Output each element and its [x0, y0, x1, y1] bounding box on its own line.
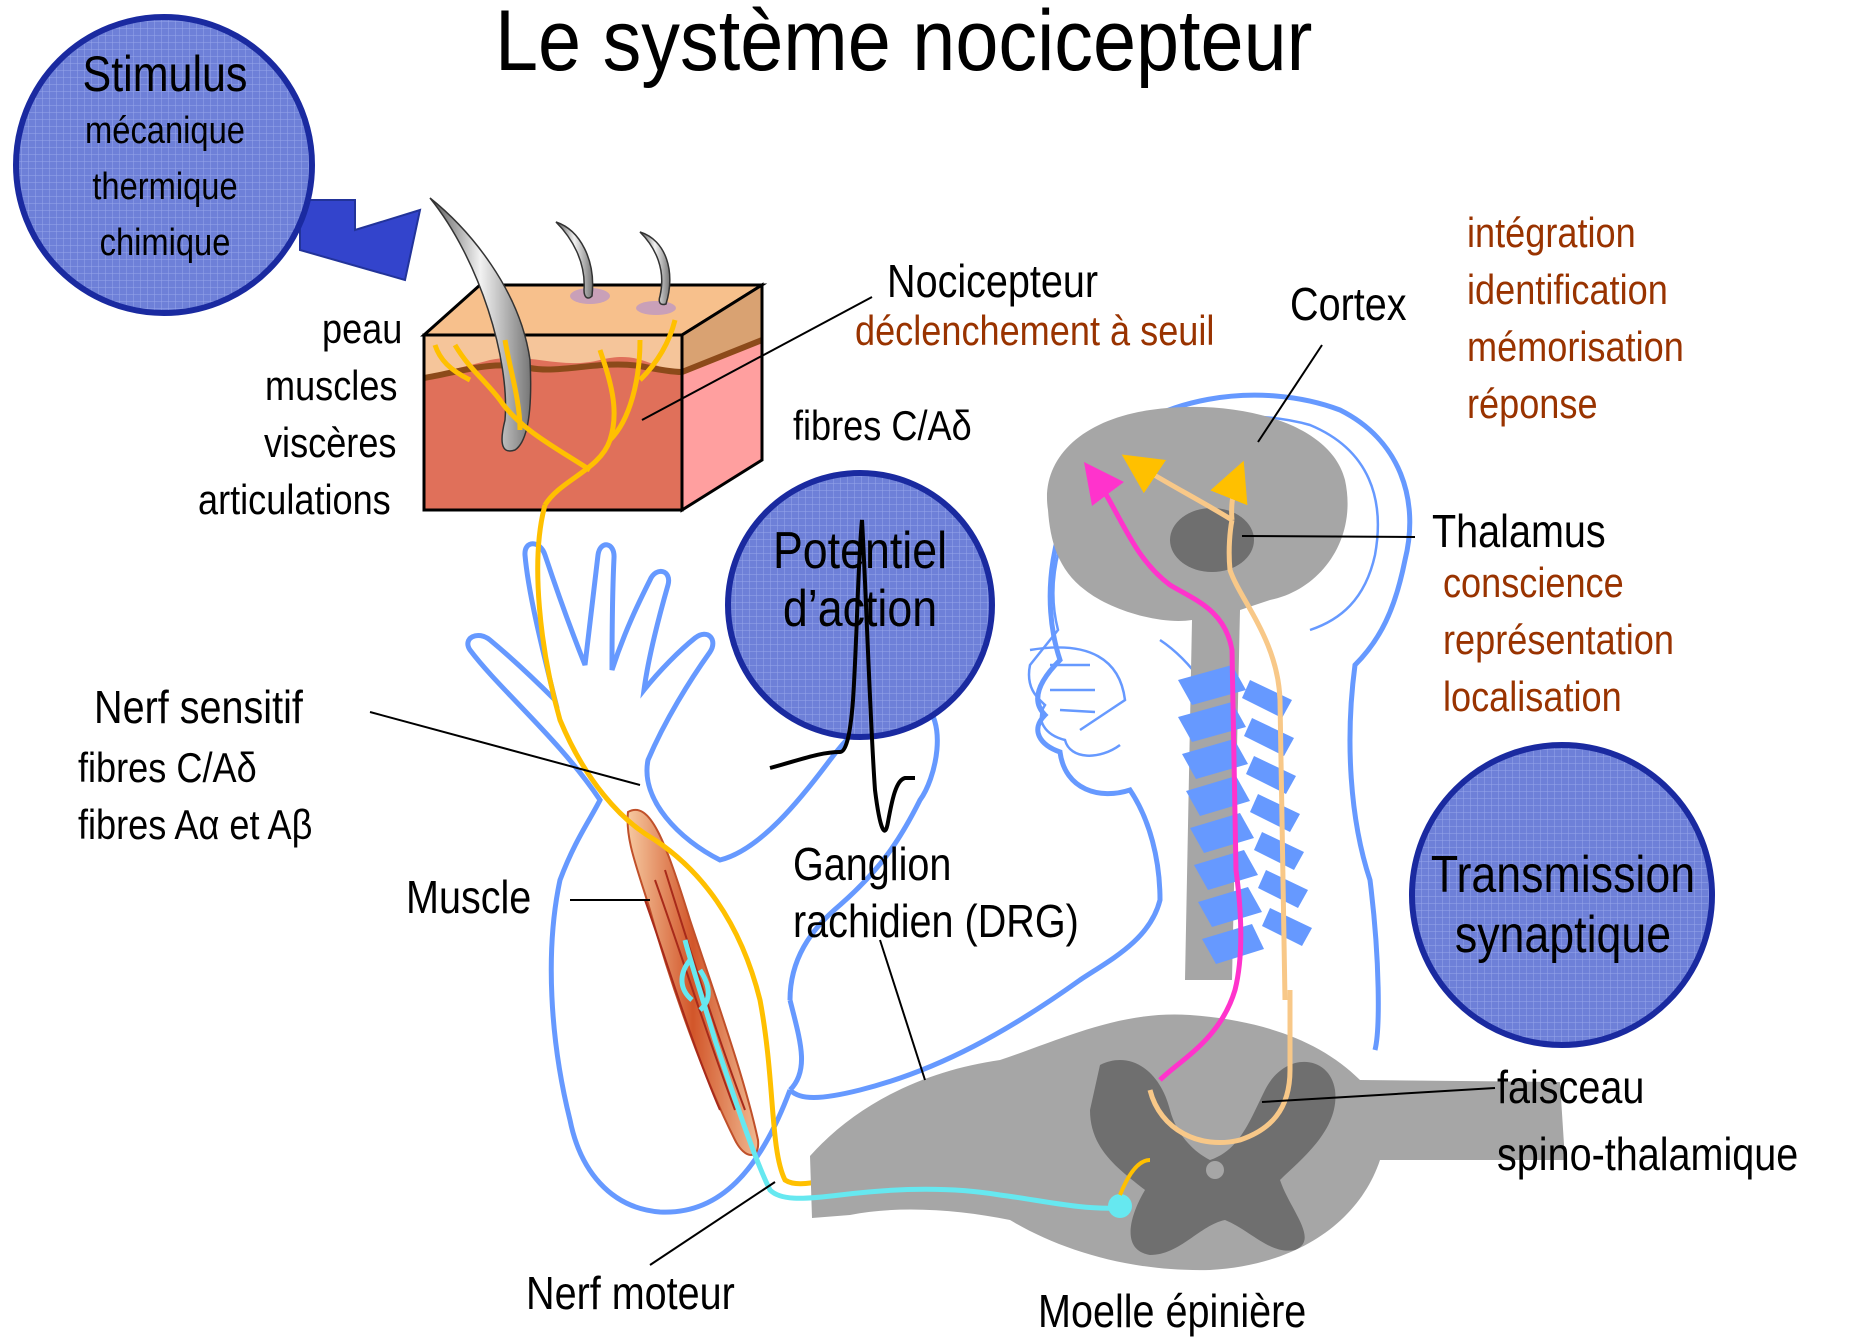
spinal-cord-section: [810, 1014, 1565, 1270]
faisceau-label: faisceau: [1497, 1058, 1644, 1116]
stimulus-heading: Stimulus: [61, 45, 269, 103]
cortex-function: mémorisation: [1467, 318, 1684, 375]
potentiel-text: Potentiel d’action: [740, 522, 980, 638]
moelle-label: Moelle épinière: [1038, 1282, 1306, 1340]
thalamus-function: conscience: [1443, 554, 1624, 611]
thalamus-function: représentation: [1443, 611, 1674, 668]
tissue-label: viscères: [264, 414, 396, 471]
ganglion-label: rachidien (DRG): [793, 892, 1079, 950]
nerf-sensitif-label: Nerf sensitif: [94, 678, 303, 736]
stimulus-type: mécanique: [61, 103, 269, 159]
cortex-function: intégration: [1467, 204, 1636, 261]
transmission-line: synaptique: [1430, 905, 1697, 965]
nerf-sensitif-fibres: fibres C/Aδ: [78, 739, 257, 796]
transmission-line: Transmission: [1430, 845, 1697, 905]
thalamus-function: localisation: [1443, 668, 1622, 725]
faisceau-label: spino-thalamique: [1497, 1125, 1798, 1183]
nerf-moteur-label: Nerf moteur: [526, 1264, 735, 1322]
stimulus-type: chimique: [61, 215, 269, 271]
cortex-function: réponse: [1467, 375, 1598, 432]
tissue-label: peau: [322, 300, 402, 357]
ganglion-label: Ganglion: [793, 835, 951, 893]
cortex-label: Cortex: [1290, 275, 1407, 333]
skin-block: [424, 285, 762, 510]
page-title: Le système nocicepteur: [495, 0, 1312, 91]
potentiel-line: d’action: [757, 580, 963, 638]
stimulus-arrow: [290, 200, 420, 280]
thalamus-label: Thalamus: [1432, 502, 1606, 560]
tissue-label: muscles: [265, 357, 397, 414]
tissue-label: articulations: [198, 471, 391, 528]
potentiel-line: Potentiel: [757, 522, 963, 580]
fibres-top-label: fibres C/Aδ: [793, 397, 972, 454]
nerf-sensitif-fibres: fibres Aα et Aβ: [78, 796, 312, 853]
muscle-label: Muscle: [406, 868, 531, 926]
cortex-function: identification: [1467, 261, 1668, 318]
nocicepteur-desc: déclenchement à seuil: [855, 302, 1214, 359]
transmission-text: Transmission synaptique: [1408, 845, 1718, 965]
stimulus-text: Stimulus mécanique thermique chimique: [44, 45, 286, 271]
stimulus-type: thermique: [61, 159, 269, 215]
